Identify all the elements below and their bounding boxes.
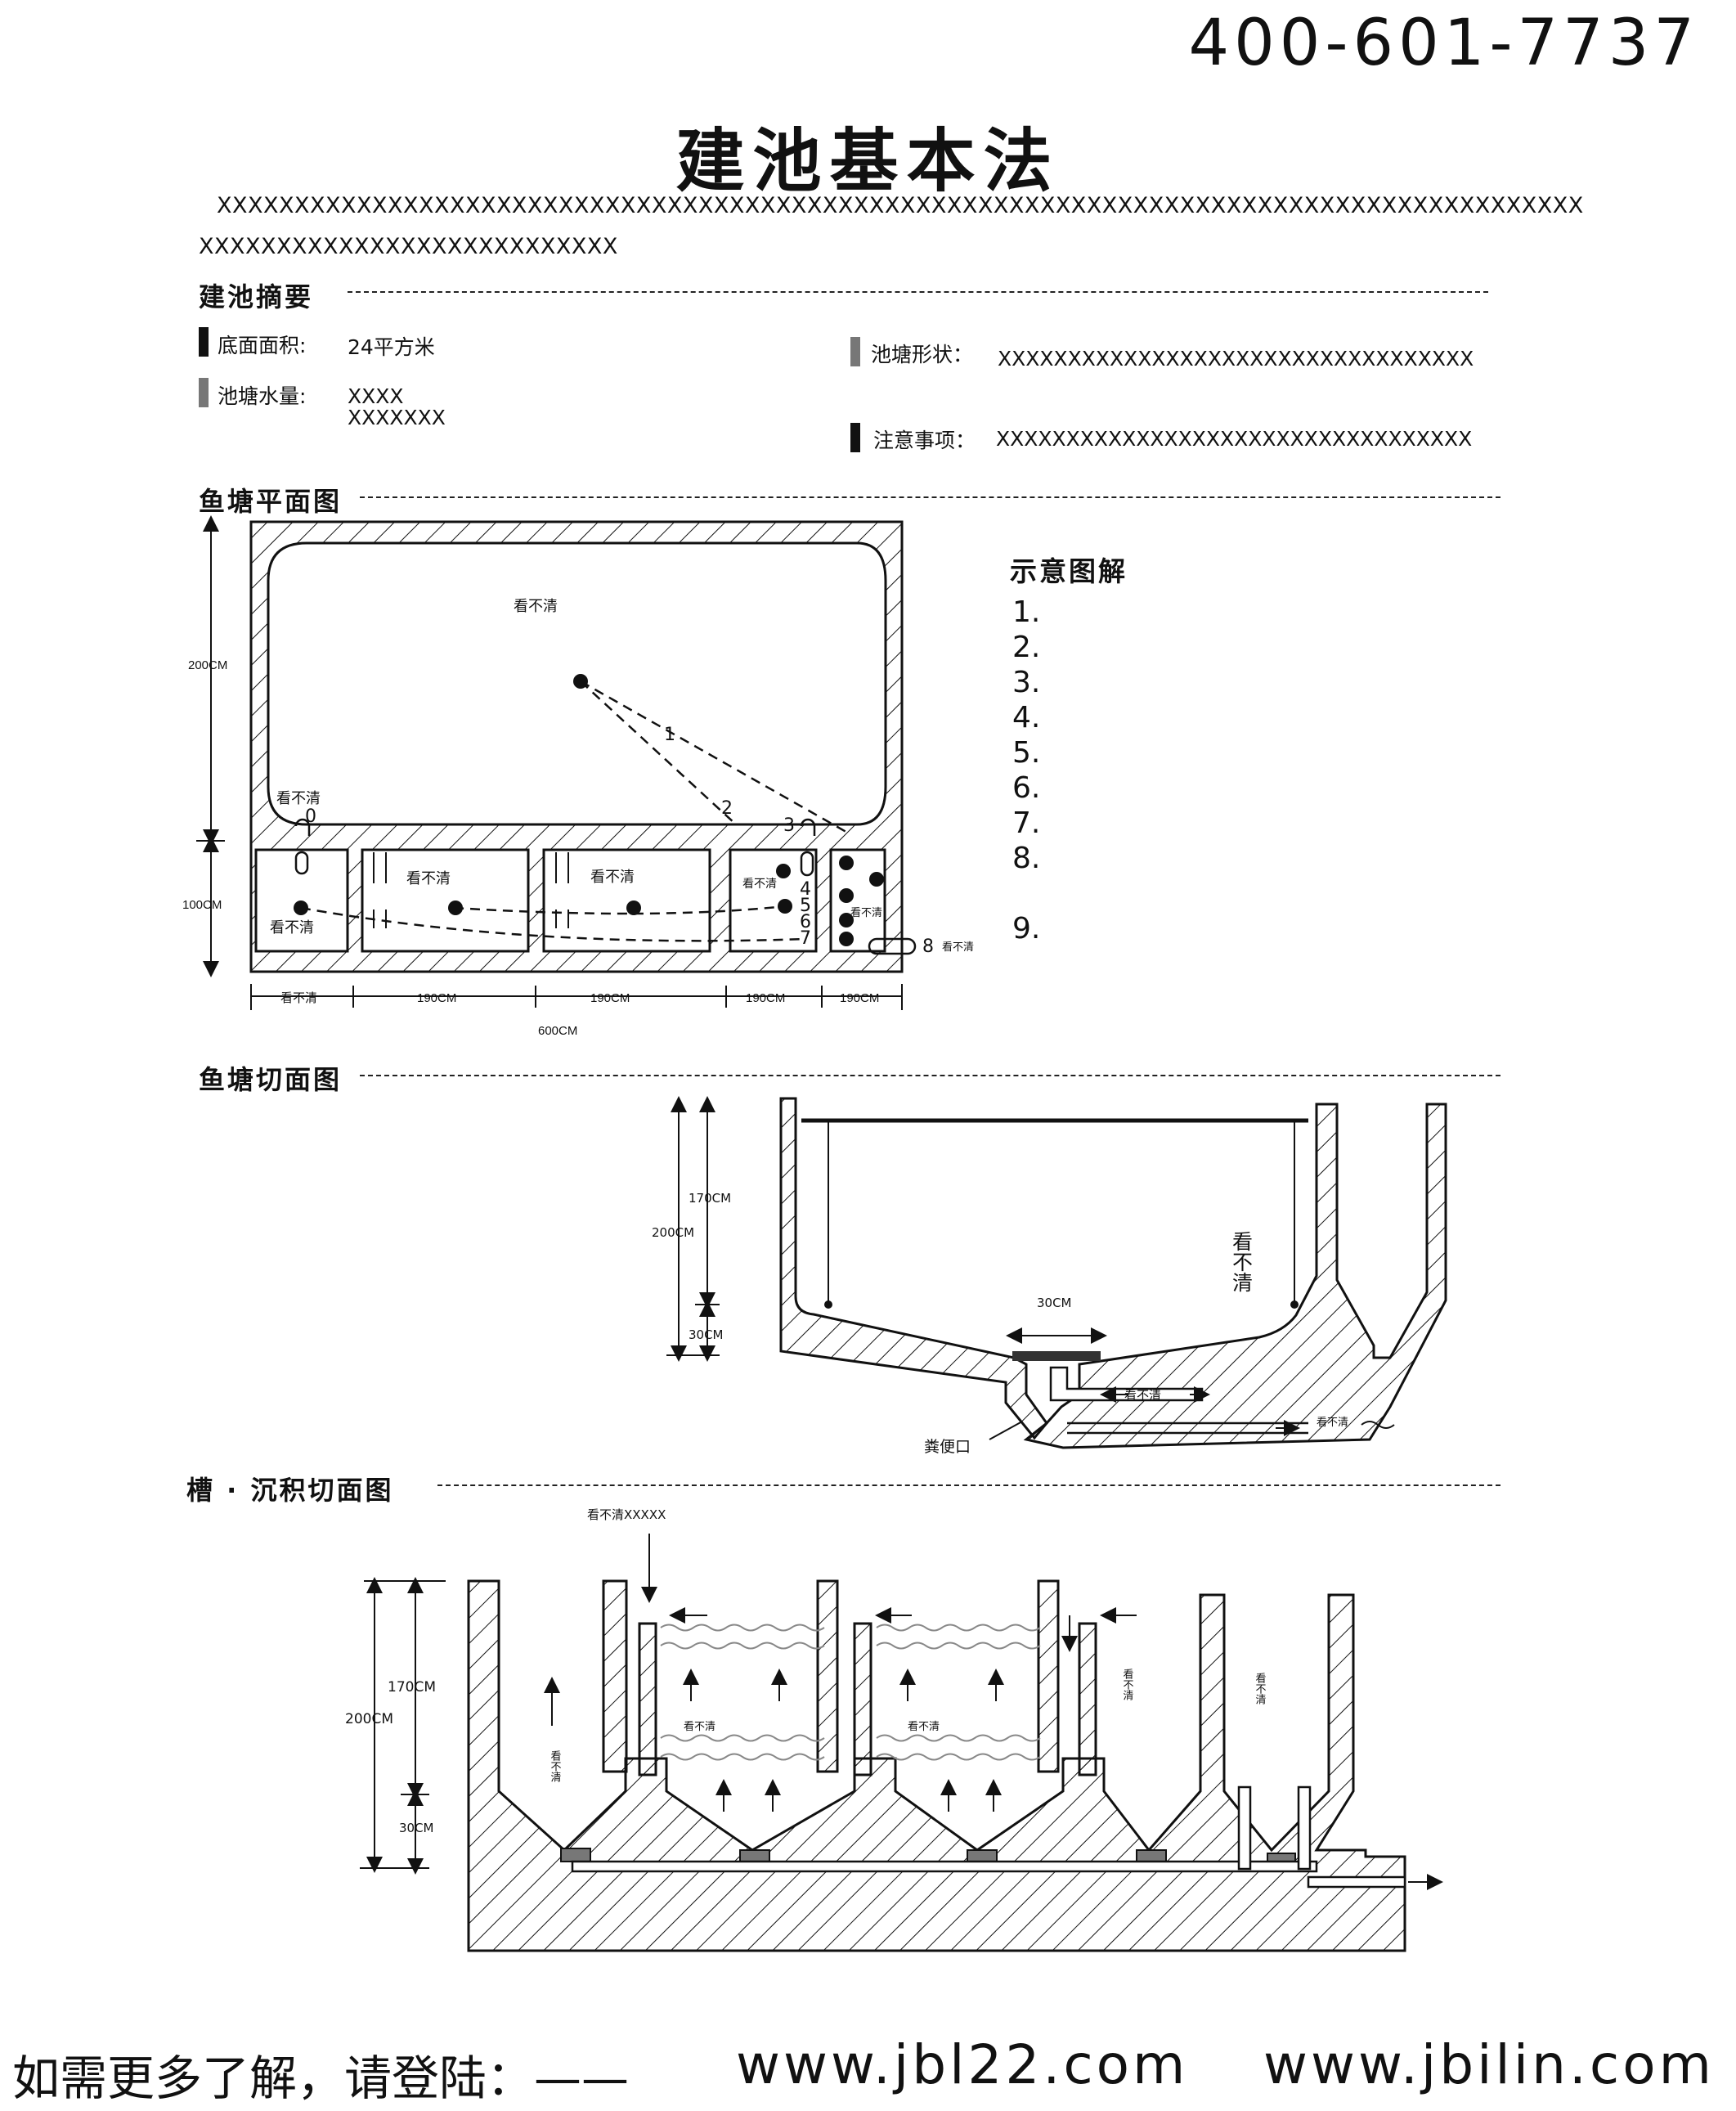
plan-dim-190-c: 190CM: [746, 991, 785, 1005]
plan-label-chamber-2: 看不清: [406, 870, 451, 887]
pipe-routes: [300, 680, 851, 942]
section-pipe-label-1: 看不清: [1124, 1388, 1161, 1403]
settle-flow-arrows: [544, 1534, 1137, 1812]
settle-water: [660, 1624, 1041, 1761]
notes-label: 注意事项：: [873, 429, 976, 452]
volume-value-2: XXXXXXX: [348, 406, 446, 429]
pipe-symbols: [294, 818, 917, 955]
plan-num-4: 4: [800, 879, 811, 900]
plan-dim-600: 600CM: [538, 1024, 577, 1038]
drain-label: 粪便口: [924, 1438, 971, 1456]
plan-heading: 鱼塘平面图: [199, 486, 343, 517]
summary-heading: 建池摘要: [199, 281, 314, 312]
legend-item-1: 1.: [1012, 595, 1041, 629]
plan-num-0: 0: [305, 806, 316, 827]
plan-label-chamber-1: 看不清: [270, 919, 314, 936]
plan-num-2: 2: [721, 798, 733, 819]
plan-num-5: 5: [800, 896, 811, 916]
section-heading: 鱼塘切面图: [199, 1064, 343, 1095]
legend-item-8: 8.: [1012, 842, 1041, 875]
legend-item-7: 7.: [1012, 806, 1041, 840]
settle-heading: 槽 · 沉积切面图: [186, 1475, 394, 1506]
plan-num-3: 3: [783, 815, 795, 836]
plan-dots: [294, 674, 884, 946]
settle-baffles: [602, 1579, 1097, 1776]
intro-text-line-2: XXXXXXXXXXXXXXXXXXXXXXXXXXX: [199, 234, 618, 259]
settle-inlet-label: 看不清XXXXX: [587, 1507, 666, 1522]
plan-dim-200: 200CM: [188, 658, 227, 672]
plan-dim-190-d: 190CM: [840, 991, 879, 1005]
plan-dim-unclear: 看不清: [280, 991, 317, 1005]
plan-num-7: 7: [800, 928, 811, 949]
settle-divider: [437, 1484, 1500, 1486]
plan-dim-190-a: 190CM: [417, 991, 456, 1005]
settle-pipes: [571, 1785, 1406, 1889]
legend-item-4: 4.: [1012, 701, 1041, 734]
legend-title: 示意图解: [1010, 555, 1128, 587]
section-pipe-label-2: 看不清: [1317, 1416, 1348, 1429]
plan-label-chamber-5: 看不清: [850, 906, 882, 919]
plan-label-chamber-4: 看不清: [742, 878, 777, 891]
plan-view: 200CM 100CM 看不清 190CM 190CM 190CM 190CM …: [182, 515, 974, 1038]
section-view: 200CM 170CM 30CM 30CM 看不清 看不清 粪便口 看不清: [652, 1096, 1447, 1456]
settle-dim-170: 170CM: [388, 1679, 436, 1696]
section-dimensions: [666, 1096, 720, 1362]
legend-item-9: 9.: [1012, 912, 1041, 945]
legend-item-3: 3.: [1012, 666, 1041, 699]
plan-label-pond: 看不清: [514, 598, 558, 615]
plan-num-1: 1: [664, 725, 675, 745]
settle-dim-200: 200CM: [345, 1711, 393, 1727]
plan-divider: [360, 496, 1500, 498]
settlement-view: 200CM 170CM 30CM 看不清XXXXX 看不清 看不清 看不清 看不…: [345, 1507, 1443, 1952]
summary-divider: [348, 291, 1488, 293]
area-value: 24平方米: [348, 335, 435, 359]
legend-item-6: 6.: [1012, 771, 1041, 805]
plan-num-8: 8: [922, 936, 934, 957]
section-dim-30: 30CM: [689, 1327, 724, 1342]
phone-number: 400-601-7737: [1188, 7, 1699, 80]
drain-grate: [1012, 1351, 1101, 1361]
volume-value-1: XXXX: [348, 384, 404, 408]
volume-label: 池塘水量:: [218, 384, 307, 408]
plan-num-6: 6: [800, 912, 811, 932]
section-dim-170: 170CM: [689, 1191, 731, 1206]
plan-label-inlet: 看不清: [276, 790, 321, 807]
intro-text-line-1: XXXXXXXXXXXXXXXXXXXXXXXXXXXXXXXXXXXXXXXX…: [217, 193, 1584, 218]
volume-marker: [199, 378, 209, 411]
plan-dimensions: [196, 515, 903, 1010]
settle-vlabel-3: 看不清: [1254, 1672, 1267, 1705]
page-title: 建池基本法: [675, 121, 1061, 201]
footer-site-2[interactable]: www.jbilin.com: [1263, 2033, 1715, 2096]
shape-marker: [850, 337, 860, 370]
legend-item-2: 2.: [1012, 631, 1041, 664]
section-vertical-label: 看不清: [1230, 1231, 1254, 1292]
settle-dimensions: [360, 1577, 446, 1875]
notes-marker: [850, 423, 860, 456]
footer-prompt: 如需更多了解，请登陆：——: [12, 2050, 630, 2106]
section-grate-width: 30CM: [1037, 1296, 1072, 1310]
plan-dim-100: 100CM: [182, 898, 222, 912]
settle-label-2: 看不清: [908, 1720, 940, 1733]
plan-dim-190-b: 190CM: [590, 991, 630, 1005]
plan-label-outlet: 看不清: [942, 941, 974, 954]
settle-vlabel-1: 看不清: [549, 1749, 562, 1782]
section-dim-200: 200CM: [652, 1225, 694, 1240]
section-divider: [360, 1075, 1500, 1076]
settle-label-1: 看不清: [684, 1720, 715, 1733]
legend-item-5: 5.: [1012, 736, 1041, 770]
plan-label-chamber-3: 看不清: [590, 869, 635, 886]
settle-dim-30: 30CM: [399, 1821, 434, 1835]
area-label: 底面面积:: [218, 334, 307, 357]
settle-vlabel-2: 看不清: [1121, 1668, 1134, 1700]
shape-value: XXXXXXXXXXXXXXXXXXXXXXXXXXXXXXXXXX: [998, 347, 1474, 371]
area-marker: [199, 327, 209, 360]
notes-value: XXXXXXXXXXXXXXXXXXXXXXXXXXXXXXXXXX: [996, 427, 1473, 451]
shape-label: 池塘形状：: [871, 343, 974, 366]
footer-site-1[interactable]: www.jbl22.com: [736, 2033, 1189, 2096]
